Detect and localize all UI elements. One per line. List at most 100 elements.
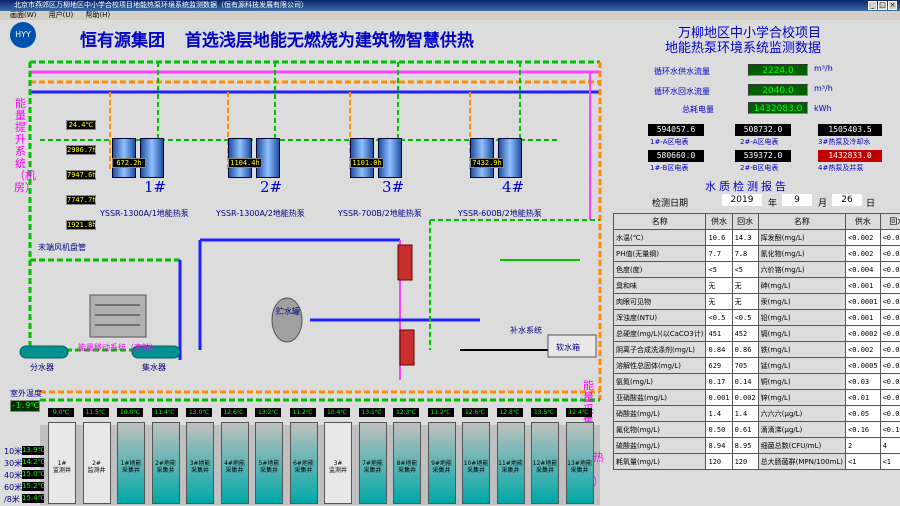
menu-item-help[interactable]: 帮助(H)	[85, 11, 111, 19]
wq-item-name: 汞(mg/L)	[757, 293, 847, 310]
well-name: 8#地能 采集井	[396, 460, 418, 474]
depth-label: /8米	[4, 495, 20, 504]
wq-item-name: 肉眼可见物	[612, 293, 707, 310]
wq-item-value: <0.05	[845, 405, 881, 422]
well-name: 10#地能 采集井	[463, 460, 489, 474]
day-unit: 日	[866, 199, 876, 209]
wq-item-value: <0.0005	[879, 357, 900, 374]
well-name: 3# 监测井	[328, 460, 347, 474]
company-logo-icon: HYY	[10, 22, 36, 48]
wq-item-value: 无	[731, 293, 759, 310]
project-title-1: 万柳地区中小学合校项目	[678, 26, 822, 41]
well-shaft[interactable]	[393, 422, 421, 504]
menu-item-user[interactable]: 用户(U)	[48, 11, 74, 19]
wq-item-name: 硫酸盐(mg/L)	[612, 437, 707, 454]
wq-header-cell: 名称	[612, 213, 707, 230]
well-temp: 13.1℃	[358, 408, 385, 417]
well-shaft[interactable]	[255, 422, 283, 504]
well-shaft[interactable]	[289, 422, 318, 504]
wq-item-value: <0.5	[705, 309, 733, 326]
well-shaft[interactable]	[82, 422, 111, 504]
wq-item-value: 1.4	[705, 405, 733, 422]
wq-item-value: <0.002	[845, 341, 881, 358]
wq-item-name: 硝酸盐(mg/L)	[612, 405, 707, 422]
wq-item-value: <0.002	[879, 229, 900, 246]
well-shaft[interactable]	[324, 422, 352, 504]
wq-item-value: <1	[845, 453, 881, 470]
well-name: 6#地能 采集井	[293, 460, 314, 474]
wq-header-cell: 供水	[705, 213, 733, 230]
table-row: 浑浊度(NTU)<0.5<0.5铅(mg/L)<0.001<0.001	[612, 309, 900, 326]
well-shaft[interactable]	[496, 422, 525, 504]
supply-flow-value: 2224.0	[748, 64, 808, 76]
menu-bar: 画面(W) 用户(U) 帮助(H)	[0, 11, 900, 20]
project-title-2: 地能热泵环境系统监测数据	[665, 41, 822, 56]
wq-item-value: 无	[705, 293, 733, 310]
well-temp: 10.4℃	[324, 408, 350, 417]
wq-item-name: 细菌总数(CFU/mL)	[757, 437, 847, 454]
wq-item-name: 挥发酚(mg/L)	[757, 229, 847, 246]
left-temp-reading: 2906.7h	[66, 145, 97, 155]
window-title: 北京市燕郊区万柳地区中小学合校项目地能热泵环境系统监测数据（恒有源科技发展有限公…	[14, 1, 308, 9]
power-label: 总耗电量	[682, 105, 714, 114]
wq-item-value: <0.0002	[845, 325, 881, 342]
wq-item-name: 耗氧量(mg/L)	[612, 453, 707, 470]
wq-item-name: 六六六(μg/L)	[757, 405, 847, 422]
wq-item-value: <0.002	[879, 245, 900, 262]
depth-label: 10米	[4, 447, 23, 456]
scada-canvas: HYY 恒有源集团 首选浅层地能无燃烧为建筑物智慧供热 万柳地区中小学合校项目 …	[0, 20, 900, 506]
window-titlebar: 北京市燕郊区万柳地区中小学合校项目地能热泵环境系统监测数据（恒有源科技发展有限公…	[0, 0, 900, 11]
company-title: 恒有源集团 首选浅层地能无燃烧为建筑物智慧供热	[80, 26, 474, 51]
well-temp: 12.3℃	[393, 408, 419, 417]
wq-item-name: 氰化物(mg/L)	[757, 245, 847, 262]
menu-item-screen[interactable]: 画面(W)	[10, 11, 37, 19]
test-date-label: 检测日期	[652, 199, 689, 209]
wq-item-value: <0.0005	[845, 357, 881, 374]
wq-item-name: 总硬度(mg/L)(以CaCO3计)	[612, 325, 707, 342]
well-shaft[interactable]	[358, 422, 387, 504]
well-shaft[interactable]	[462, 422, 490, 504]
well-shaft[interactable]	[48, 422, 76, 504]
meter-1a-value: 594057.6	[648, 124, 704, 136]
maximize-button[interactable]: □	[878, 1, 887, 10]
wq-item-value: 7.8	[731, 245, 759, 262]
wq-item-value: <5	[705, 261, 733, 278]
meter-2b-value: 539372.0	[735, 150, 791, 162]
depth-value: 14.2℃	[22, 458, 46, 467]
minimize-button[interactable]: _	[868, 1, 877, 10]
wq-item-value: <1	[879, 453, 900, 470]
well-shaft[interactable]	[151, 422, 180, 504]
wq-item-name: 砷(mg/L)	[757, 277, 847, 294]
well-temp: 12.8℃	[496, 408, 523, 417]
wq-item-value: 120	[731, 453, 759, 470]
well-name: 12#地能 采集井	[532, 460, 558, 474]
wq-item-value: <0.16	[879, 421, 900, 438]
wq-item-value: 无	[731, 277, 759, 294]
close-icon[interactable]: ×	[888, 1, 897, 10]
well-shaft[interactable]	[565, 422, 594, 504]
well-shaft[interactable]	[531, 422, 559, 504]
well-shaft[interactable]	[186, 422, 214, 504]
well-shaft[interactable]	[427, 422, 456, 504]
outdoor-temp-label: 室外温度	[10, 389, 42, 398]
well-temp: 11.4℃	[151, 408, 178, 417]
year-unit: 年	[768, 199, 778, 209]
well-temp: 12.4℃	[565, 408, 592, 417]
wq-item-value: <0.001	[879, 277, 900, 294]
wq-header-cell: 名称	[757, 213, 847, 230]
left-temp-reading: 7947.6h	[66, 170, 97, 180]
wq-item-value: <5	[731, 261, 759, 278]
heat-pump-3-model: YSSR-700B/2地能热泵	[338, 209, 422, 218]
wq-item-value: <0.001	[879, 309, 900, 326]
well-temp: 11.2℃	[289, 408, 316, 417]
wq-item-value: 451	[705, 325, 733, 342]
supply-flow-label: 循环水供水流量	[654, 67, 710, 76]
well-temp: 13.5℃	[531, 408, 557, 417]
wq-item-value: <0.001	[845, 309, 881, 326]
well-shaft[interactable]	[117, 422, 145, 504]
well-shaft[interactable]	[220, 422, 249, 504]
